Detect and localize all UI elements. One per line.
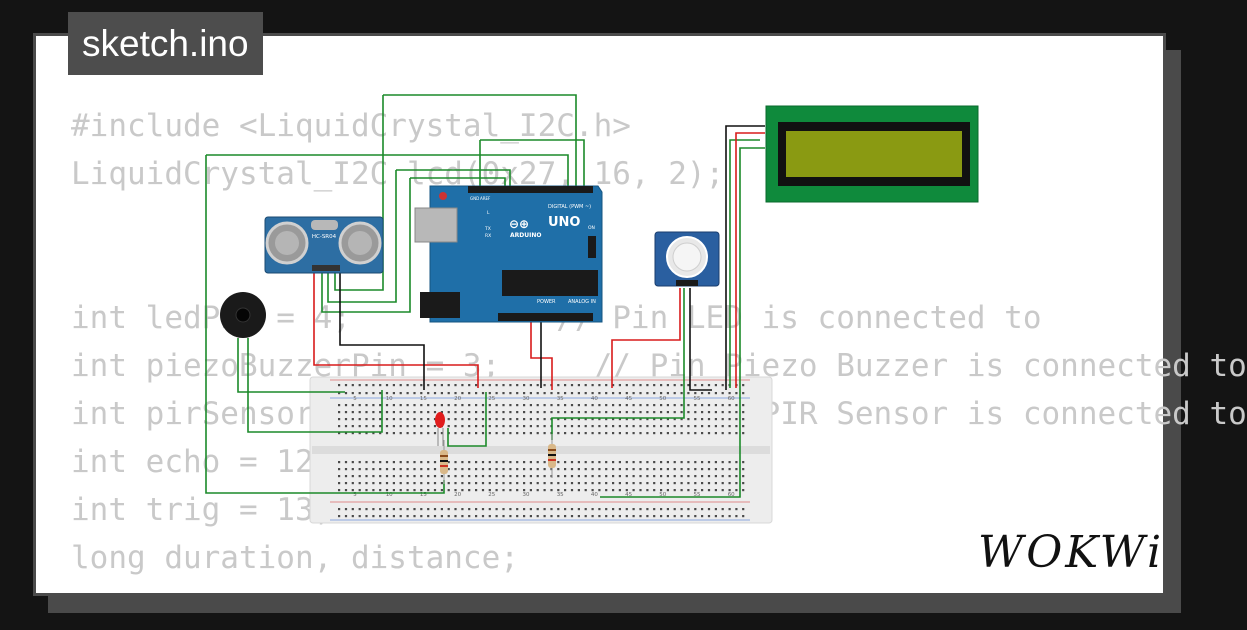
wire-green — [729, 139, 760, 388]
file-name-tab[interactable]: sketch.ino — [68, 12, 263, 75]
breadboard-column-number: 35 — [557, 492, 564, 498]
wire-green — [600, 147, 765, 498]
wire-green — [551, 288, 685, 440]
breadboard-column-number: 60 — [728, 396, 735, 402]
breadboard[interactable]: 5510101515202025253030353540404545505055… — [309, 376, 773, 524]
breadboard-column-numbers: 5510101515202025253030353540404545505055… — [353, 396, 735, 498]
arduino-tx-label: TX — [484, 226, 491, 232]
breadboard-column-number: 45 — [625, 492, 632, 498]
wire-green — [383, 94, 577, 186]
wire-green — [334, 95, 384, 291]
wire-green — [206, 154, 569, 186]
breadboard-column-number: 20 — [454, 492, 461, 498]
breadboard-column-number: 40 — [591, 492, 598, 498]
wire-green — [237, 338, 345, 393]
code-line: long duration, distance; — [71, 540, 519, 576]
arduino-model-label: UNO — [548, 215, 581, 230]
wire-red — [313, 268, 479, 388]
wire-green — [247, 338, 383, 433]
svg-text:⊖⊕: ⊖⊕ — [509, 217, 529, 231]
breadboard-column-number: 25 — [488, 492, 495, 498]
wire-green — [447, 392, 487, 447]
wire-red — [735, 132, 765, 388]
breadboard-column-number: 15 — [420, 492, 427, 498]
pir-sensor[interactable] — [654, 231, 720, 287]
breadboard-column-number: 10 — [386, 396, 393, 402]
breadboard-column-number: 55 — [694, 396, 701, 402]
resistor[interactable] — [548, 434, 556, 478]
wire-red — [611, 288, 681, 388]
wire-black — [689, 288, 712, 391]
breadboard-column-number: 30 — [523, 492, 530, 498]
arduino-gnd-label: GND — [470, 196, 479, 201]
breadboard-column-number: 5 — [353, 492, 357, 498]
wire-green — [205, 155, 445, 494]
wire-green — [410, 177, 506, 186]
breadboard-column-number: 15 — [420, 396, 427, 402]
resistor[interactable] — [440, 440, 448, 484]
wire-green — [321, 178, 411, 313]
breadboard-column-number: 5 — [353, 396, 357, 402]
wokwi-logo-text: WOKWi — [978, 527, 1165, 578]
arduino-rx-label: RX — [485, 233, 491, 239]
code-line: #include <LiquidCrystal_I2C.h> — [71, 108, 631, 144]
arduino-digital-label: DIGITAL (PWM ~) — [548, 204, 591, 210]
circuit-diagram: 5510101515202025253030353540404545505055… — [205, 94, 979, 524]
breadboard-column-number: 40 — [591, 396, 598, 402]
piezo-buzzer[interactable] — [220, 292, 266, 338]
red-led[interactable] — [435, 412, 445, 446]
arduino-analog-label: ANALOG IN — [568, 299, 596, 305]
breadboard-column-number: 45 — [625, 396, 632, 402]
arduino-power-label: POWER — [537, 299, 556, 305]
arduino-uno[interactable]: ⊖⊕ UNO ARDUINO DIGITAL (PWM ~) POWER ANA… — [414, 185, 603, 323]
breadboard-column-number: 60 — [728, 492, 735, 498]
breadboard-column-number: 30 — [523, 396, 530, 402]
wire-green — [327, 170, 397, 303]
breadboard-column-number: 20 — [454, 396, 461, 402]
code-line: int echo = 12; — [71, 444, 333, 480]
wires — [205, 94, 765, 498]
wokwi-logo: WOKWi — [978, 525, 1161, 580]
wire-black — [339, 268, 425, 390]
breadboard-column-number: 50 — [659, 396, 666, 402]
breadboard-column-number: 35 — [557, 396, 564, 402]
lcd-display[interactable] — [765, 105, 979, 203]
arduino-aref-label: AREF — [480, 196, 491, 201]
wire-green — [480, 139, 585, 186]
breadboard-column-number: 10 — [386, 492, 393, 498]
breadboard-column-number: 55 — [694, 492, 701, 498]
arduino-on-label: ON — [588, 225, 595, 231]
wire-green — [396, 169, 511, 186]
arduino-brand-label: ARDUINO — [510, 232, 541, 239]
wire-black — [725, 125, 765, 390]
breadboard-column-number: 25 — [488, 396, 495, 402]
breadboard-holes — [338, 384, 745, 518]
breadboard-column-number: 50 — [659, 492, 666, 498]
ultrasonic-sensor[interactable]: HC-SR04 — [264, 216, 384, 274]
arduino-l-label: L — [487, 210, 490, 216]
ultrasonic-label: HC-SR04 — [312, 234, 337, 240]
